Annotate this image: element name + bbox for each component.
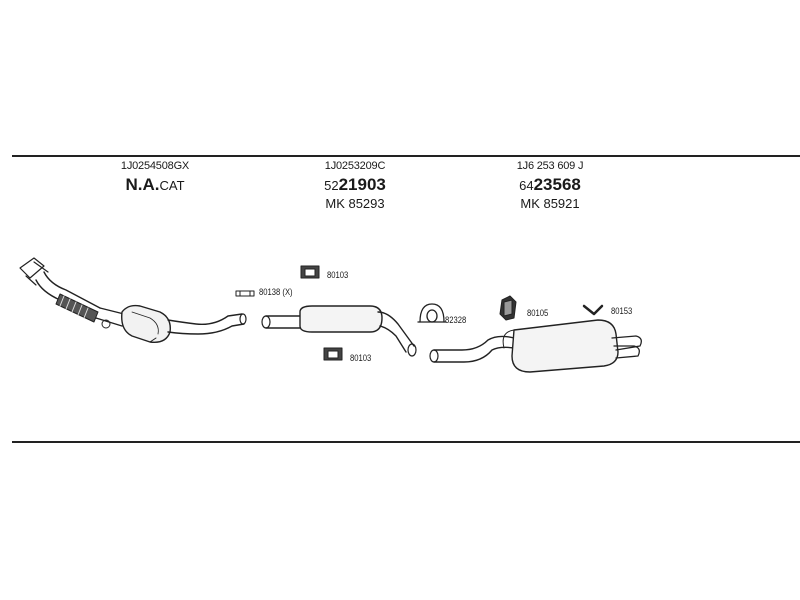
front-pipe bbox=[19, 257, 125, 329]
part-number: N.A.CAT bbox=[125, 175, 185, 194]
oe-number: 1J0254508GX bbox=[120, 160, 190, 172]
center-silencer bbox=[261, 305, 417, 357]
top-divider bbox=[12, 155, 800, 157]
label-rubber-mount: 80105 bbox=[527, 308, 549, 318]
mk-number: MK 85293 bbox=[325, 196, 385, 211]
hanger-icon bbox=[582, 304, 604, 316]
label-hanger: 80153 bbox=[611, 306, 633, 316]
rear-silencer bbox=[502, 319, 642, 373]
mk-number: MK 85921 bbox=[520, 196, 580, 211]
column-catalyst: 1J0254508GX N.A.CAT bbox=[110, 160, 200, 195]
flex-pipe bbox=[55, 293, 99, 323]
label-bracket-top: 80103 bbox=[327, 270, 349, 280]
label-gasket-ring: 82328 bbox=[445, 315, 467, 325]
label-clamp: 80138 (X) bbox=[259, 287, 293, 297]
column-rear-silencer: 1J6 253 609 J 6423568 MK 85921 bbox=[505, 160, 595, 211]
gasket-ring-icon bbox=[417, 303, 447, 323]
bracket-top-icon bbox=[300, 265, 320, 279]
clamp-icon bbox=[235, 290, 255, 297]
catalytic-converter bbox=[121, 304, 171, 343]
oe-number: 1J6 253 609 J bbox=[516, 160, 584, 172]
oe-number: 1J0253209C bbox=[324, 160, 386, 172]
bracket-bottom-icon bbox=[323, 347, 343, 361]
column-center-silencer: 1J0253209C 5221903 MK 85293 bbox=[310, 160, 400, 211]
bottom-divider bbox=[12, 441, 800, 443]
label-bracket-bottom: 80103 bbox=[350, 353, 372, 363]
rear-pipe bbox=[429, 335, 527, 363]
part-number: 6423568 bbox=[519, 175, 581, 194]
intermediate-pipe bbox=[167, 313, 247, 335]
part-number: 5221903 bbox=[324, 175, 386, 194]
rubber-mount-icon bbox=[499, 295, 517, 321]
